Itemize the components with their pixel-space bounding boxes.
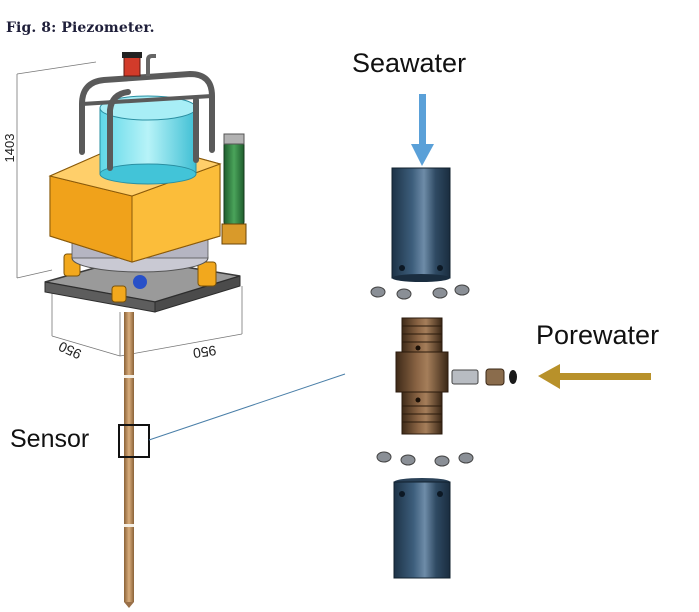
upper-tube [391,167,451,282]
dimension-height: 1403 [2,134,17,163]
dimension-width-right: 950 [192,342,218,361]
porewater-label: Porewater [536,320,660,350]
seawater-arrow [411,94,434,166]
cyan-canister [99,95,197,185]
lower-screws [376,451,474,467]
seawater-label: Seawater [352,48,467,78]
probe-rod [124,312,134,608]
sensor-label: Sensor [10,425,90,453]
lower-tube [393,478,451,579]
dimension-width-left: 950 [56,338,84,362]
connector-body [395,317,449,435]
green-cylinder [221,133,247,245]
porewater-fittings [451,368,517,386]
sensor-marker [118,424,150,458]
sensor-leader-line [148,373,346,441]
porewater-arrow [538,364,651,389]
dimension-lines [16,61,243,357]
upper-screws [370,284,470,300]
top-valve [122,52,156,77]
figure-caption: Fig. 8: Piezometer. [6,20,155,36]
cage-frame [79,70,215,171]
